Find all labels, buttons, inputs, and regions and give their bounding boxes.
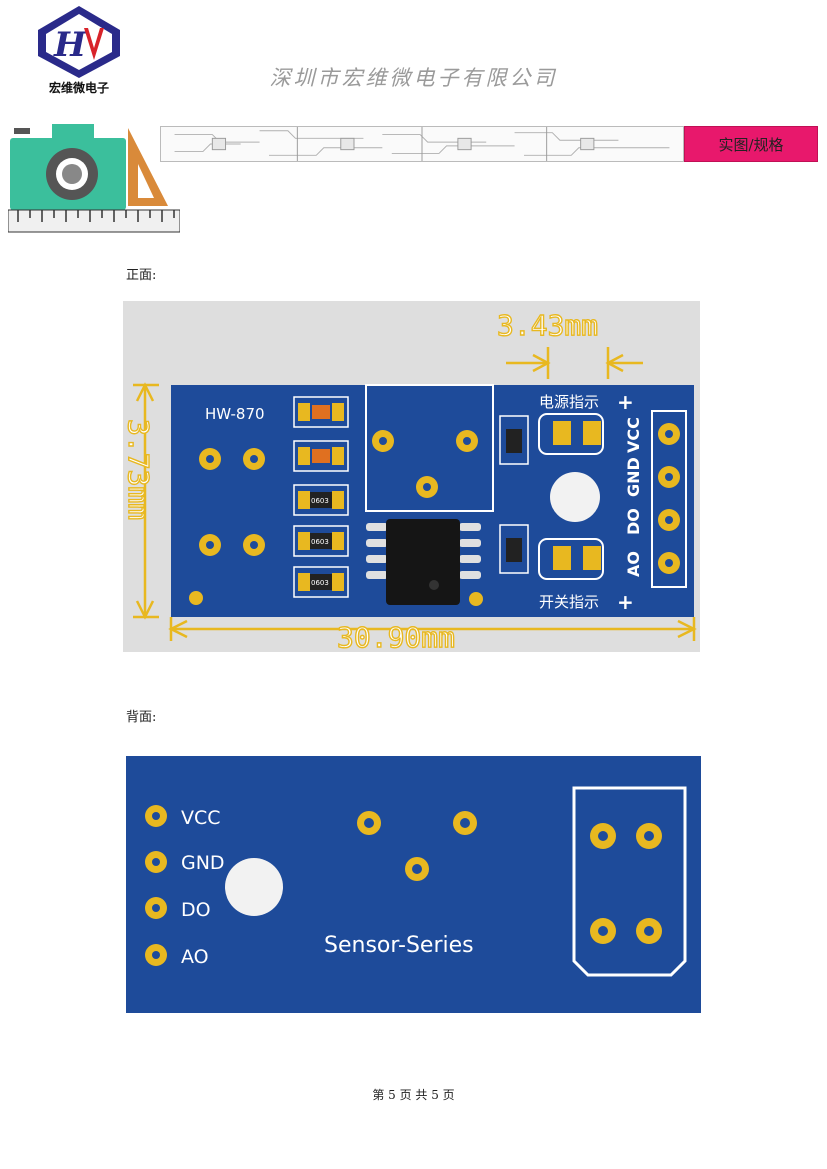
back-pin-do: DO [181, 899, 211, 921]
model-label: HW-870 [205, 405, 265, 423]
back-pin-gnd: GND [181, 852, 225, 874]
page-footer: 第 5 页 共 5 页 [372, 1088, 455, 1102]
logo-text: 宏维微电子 [48, 81, 109, 95]
resistor-code-1: 0603 [311, 497, 329, 505]
ic-chip [386, 519, 460, 605]
banner-label: 实图/规格 [684, 126, 818, 162]
back-pin-vcc: VCC [181, 807, 221, 829]
back-section-label: 背面: [126, 710, 157, 725]
camera-ruler-icon [8, 124, 180, 233]
power-indicator-label: 电源指示 [539, 393, 599, 411]
pcb-board-back [126, 756, 701, 1013]
switch-indicator-label: 开关指示 [539, 593, 599, 611]
sensor-series-label: Sensor-Series [324, 933, 474, 958]
dim-left-label: 3.73mm [123, 419, 155, 520]
company-logo: H 宏维微电子 [34, 4, 124, 96]
pin-label-ao: AO [624, 551, 643, 577]
circuit-banner [160, 126, 684, 162]
resistor-code-3: 0603 [311, 579, 329, 587]
company-name: 深圳市宏维微电子有限公司 [269, 66, 558, 90]
pin-label-do: DO [624, 508, 643, 535]
hv-logo-icon: H [38, 6, 120, 78]
pin-label-vcc: VCC [624, 417, 643, 453]
dim-bottom-label: 30.90mm [337, 621, 455, 652]
power-plus: + [617, 390, 634, 414]
resistor-code-2: 0603 [311, 538, 329, 546]
back-pin-ao: AO [181, 946, 209, 968]
front-section-label: 正面: [126, 268, 157, 283]
svg-text:H: H [53, 25, 88, 65]
switch-plus: + [617, 590, 634, 614]
dim-top-label: 3.43mm [497, 309, 598, 342]
front-board-image: 0603 0603 0603 HW-870 [121, 301, 700, 655]
back-board-image: VCC GND DO AO Sensor-Series [126, 756, 701, 1013]
pin-label-gnd: GND [624, 457, 643, 497]
